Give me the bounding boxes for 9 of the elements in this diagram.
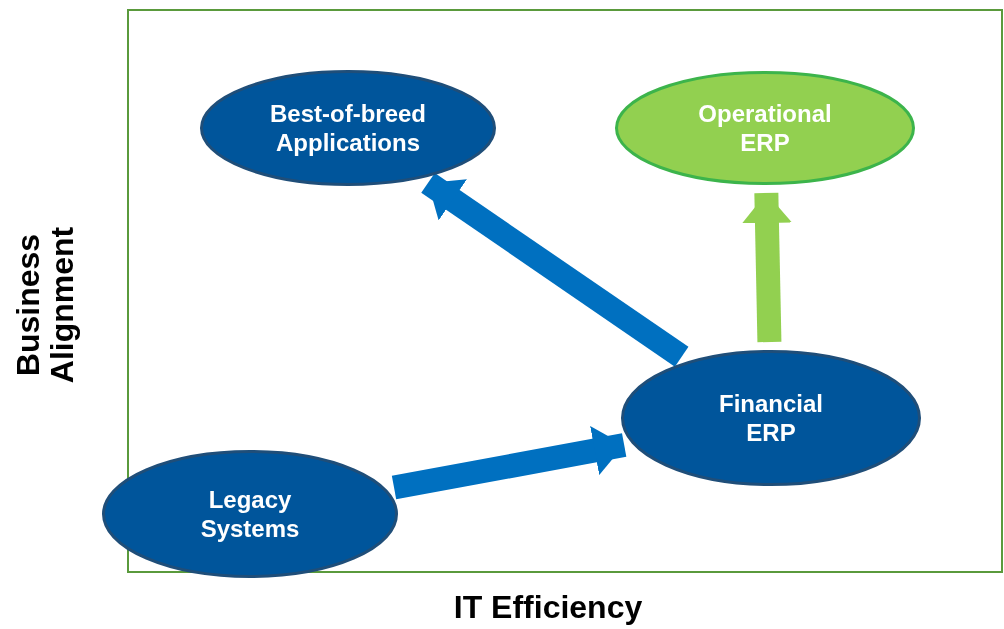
block-arrow [421,173,689,367]
node-label: Legacy Systems [199,485,301,543]
block-arrow [741,192,792,343]
axis-title: Business Alignment [12,225,80,386]
axis-title: IT Efficiency [453,591,643,625]
block-arrow [391,425,627,500]
node-label: Operational ERP [697,99,833,157]
node-label: Best-of-breed Applications [269,99,427,157]
node-label: Financial ERP [718,389,824,447]
